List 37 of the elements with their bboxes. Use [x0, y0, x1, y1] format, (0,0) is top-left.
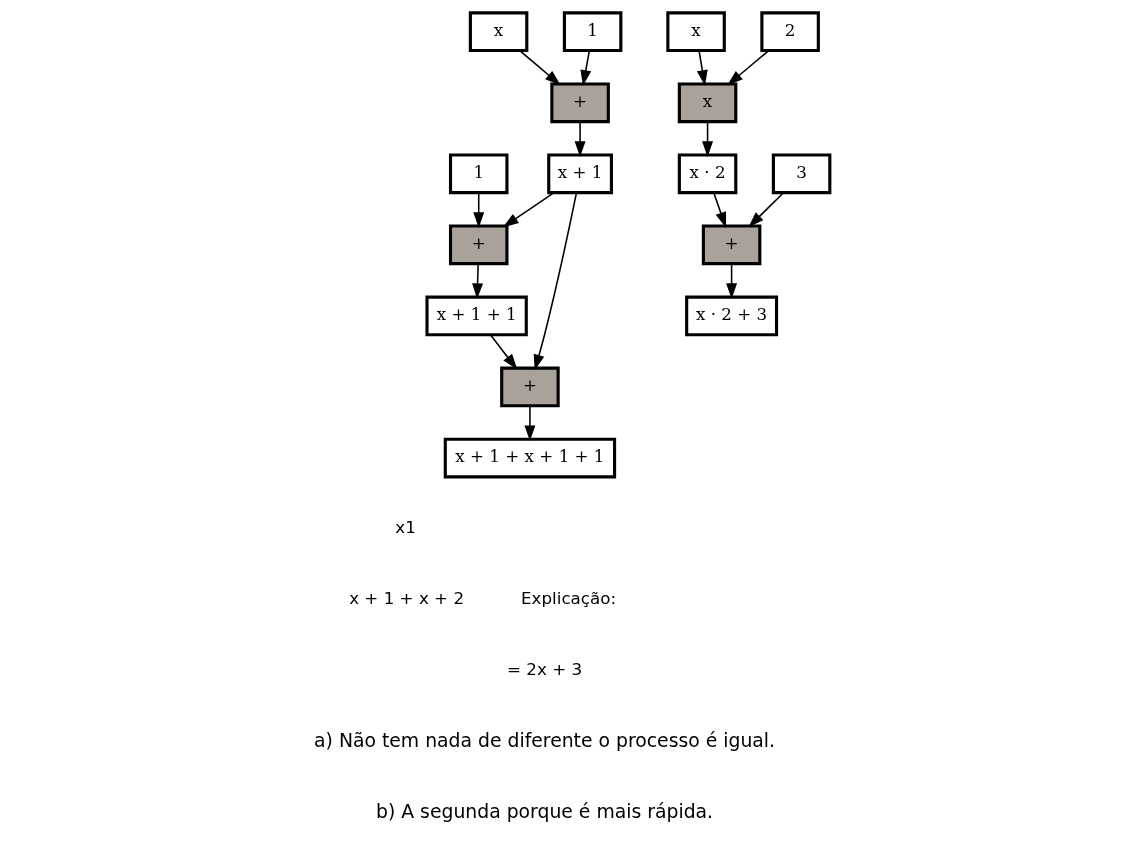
label: Explicação: [520, 588, 616, 609]
arrow [518, 50, 561, 86]
arrow [489, 334, 517, 370]
node-box: + [499, 366, 560, 408]
node-box: 1 [448, 153, 508, 195]
node-box: x · 2 + 3 [684, 295, 778, 337]
arrow [502, 192, 554, 228]
node-box: + [549, 82, 610, 124]
arrow [574, 121, 586, 157]
node-box: x [468, 11, 528, 53]
node-box: x + 1 + x + 1 + 1 [443, 437, 616, 479]
label: x1 [394, 517, 416, 538]
arrow [712, 192, 726, 228]
node-box: x + 1 [546, 153, 613, 195]
node-box: + [701, 224, 761, 266]
node-box: 3 [771, 153, 831, 195]
arrow [725, 263, 737, 299]
arrow [747, 192, 784, 228]
label: x + 1 + x + 2 [348, 588, 464, 609]
label: b) A segunda porque é mais rápida. [375, 800, 713, 822]
arrow [533, 191, 577, 371]
arrow [523, 405, 535, 442]
node-box: 2 [759, 11, 820, 53]
arrow [696, 50, 708, 86]
arrow [472, 192, 484, 228]
node-box: x [665, 11, 726, 53]
node-box: 1 [562, 11, 622, 53]
arrow [701, 121, 713, 157]
arrow [726, 50, 769, 86]
node-box: x + 1 + 1 [424, 295, 528, 337]
label: a) Não tem nada de diferente o processo é igual. [313, 729, 775, 751]
arrow [471, 263, 483, 299]
node-box: + [448, 224, 508, 266]
node-box: x · 2 [677, 153, 737, 195]
arrow [579, 50, 591, 86]
node-box: x [677, 82, 737, 124]
label: = 2x + 3 [506, 659, 582, 680]
